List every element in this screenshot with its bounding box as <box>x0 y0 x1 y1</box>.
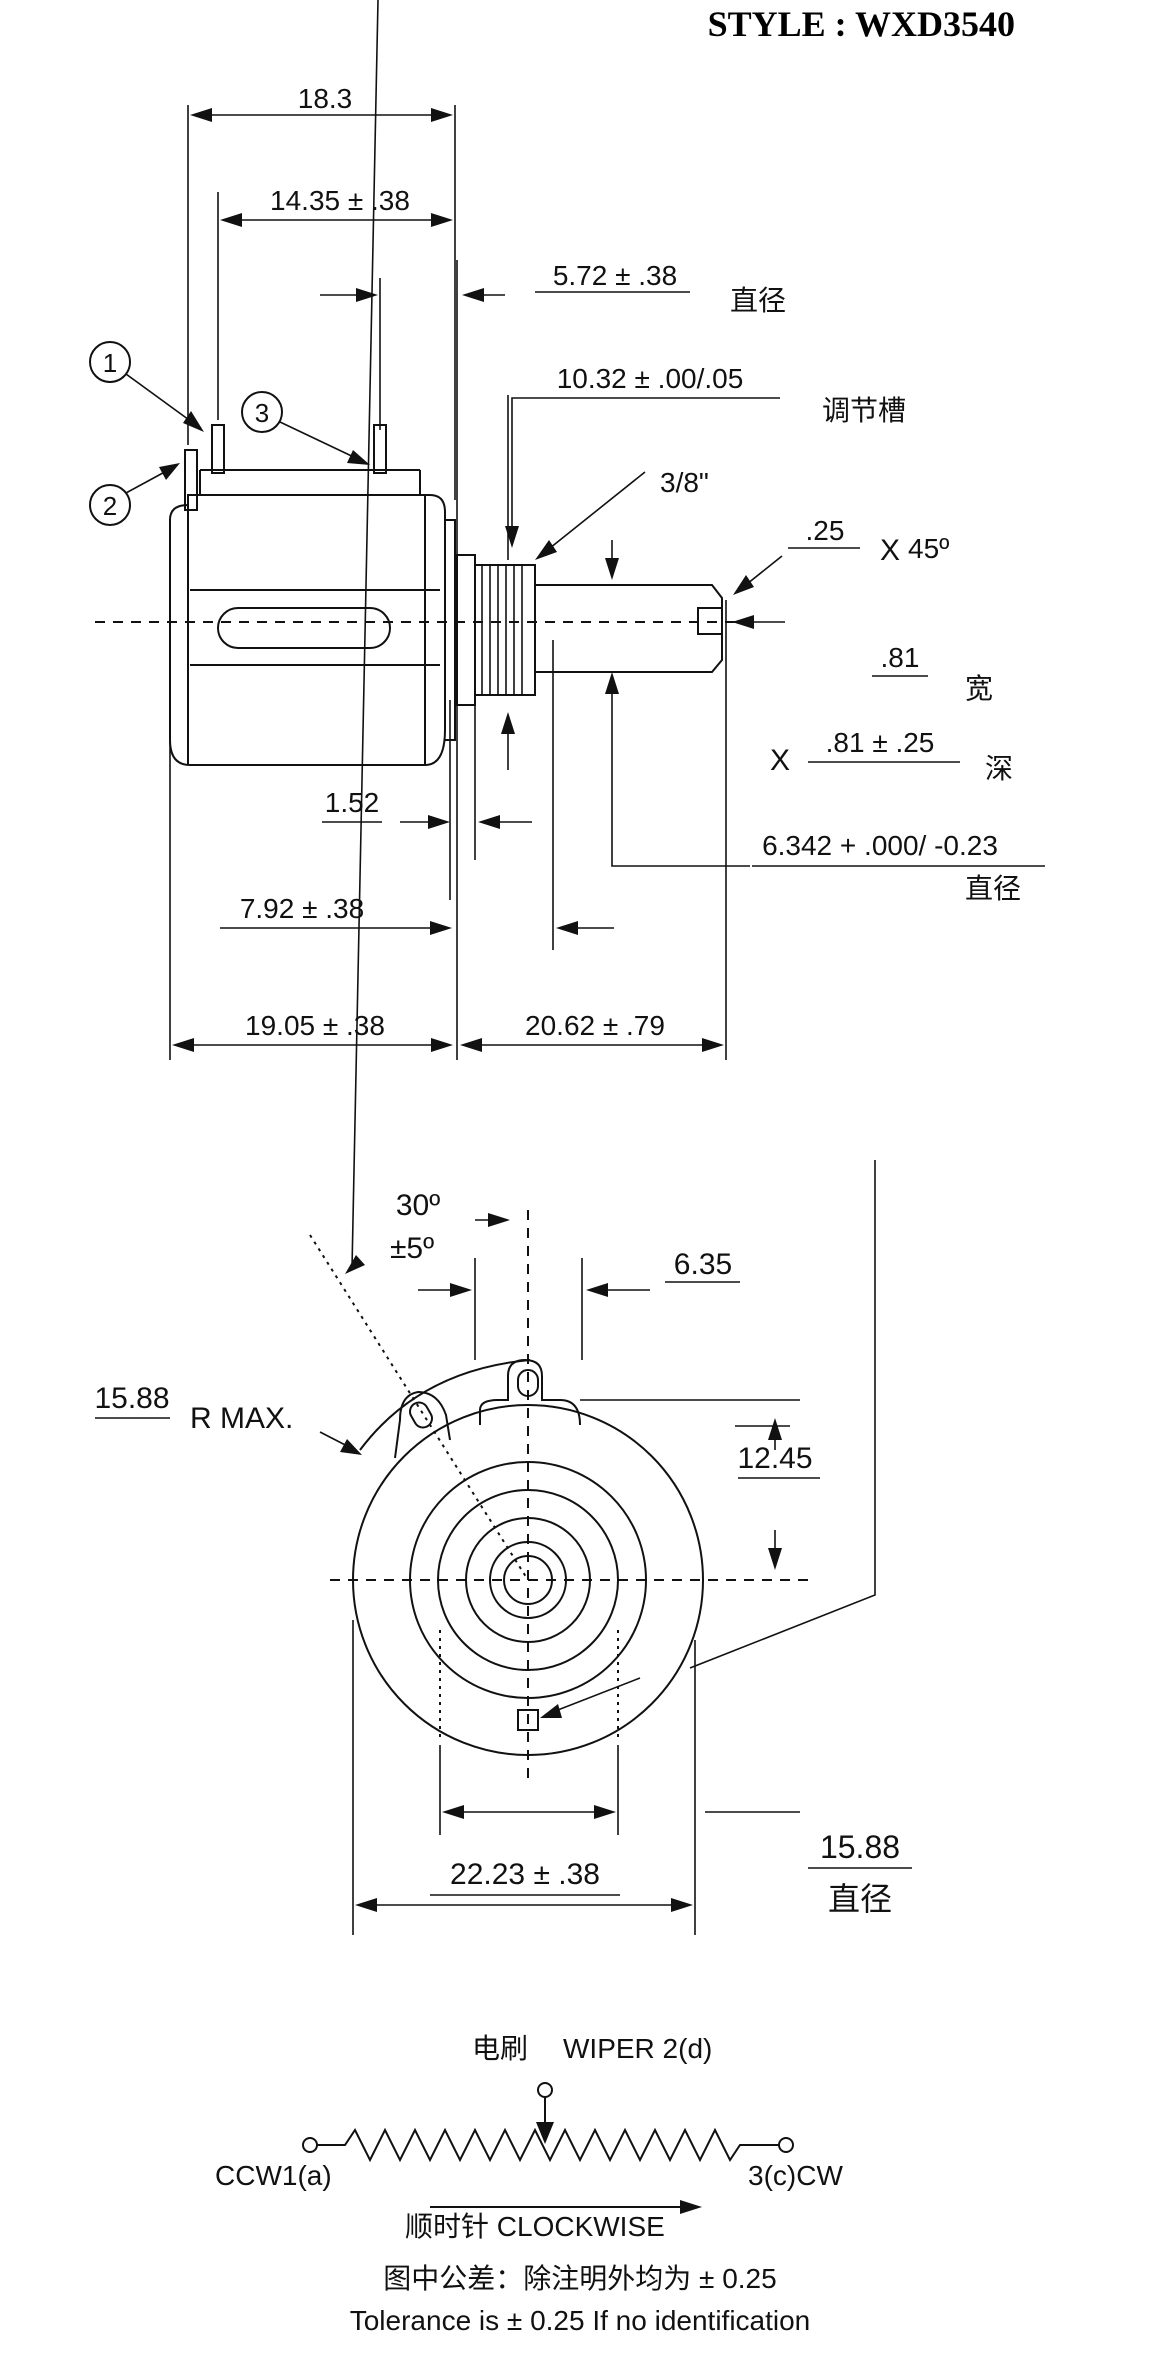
label-diameter-3: 直径 <box>828 1881 892 1917</box>
tolerance-note-cn: 图中公差：除注明外均为 ± 0.25 <box>383 2263 776 2294</box>
label-diameter-2: 直径 <box>965 873 1021 904</box>
schematic: 电刷 WIPER 2(d) CCW1(a) 3(c)CW 顺时针 CLOCKWI… <box>215 2033 843 2336</box>
callout-2: 2 <box>89 463 180 526</box>
svg-text:3: 3 <box>255 398 269 428</box>
dim-angle-tol: ±5º <box>390 1232 434 1265</box>
dim-shaft-dia: 6.342 + .000/ -0.23 <box>762 830 998 861</box>
dim-15-88: 15.88 <box>820 1829 900 1865</box>
dim-slot-depth: .81 ± .25 <box>826 727 935 758</box>
dim-chamfer: .25 <box>806 515 845 546</box>
label-width: 宽 <box>965 673 993 704</box>
dim-7-92: 7.92 ± .38 <box>240 893 364 924</box>
label-rmax: R MAX. <box>190 1402 293 1435</box>
dim-10-32: 10.32 ± .00/.05 <box>557 363 744 394</box>
front-view: 30º ±5º 6.35 15.88 R MAX. 12.45 <box>94 0 912 1935</box>
wiper-label-en: WIPER 2(d) <box>563 2033 712 2064</box>
dim-slot-width: .81 <box>881 642 920 673</box>
svg-text:2: 2 <box>103 491 117 521</box>
side-view: 18.3 14.35 ± .38 5.72 ± .38 直径 10.32 ± .… <box>89 83 1045 1060</box>
ccw-terminal-label: CCW1(a) <box>215 2160 332 2191</box>
dim-body-len: 19.05 ± .38 <box>245 1010 385 1041</box>
dim-rmax: 15.88 <box>94 1382 169 1415</box>
label-chamfer-x: X <box>880 534 900 567</box>
dim-14-35: 14.35 ± .38 <box>270 185 410 216</box>
dim-3-8: 3/8" <box>660 467 709 498</box>
dim-1-52: 1.52 <box>325 787 380 818</box>
wiper-label-cn: 电刷 <box>472 2033 528 2064</box>
dim-18-3: 18.3 <box>298 83 353 114</box>
label-depth: 深 <box>985 753 1013 784</box>
cw-terminal-label: 3(c)CW <box>748 2160 843 2191</box>
svg-text:1: 1 <box>103 348 117 378</box>
label-slot: 调节槽 <box>822 395 906 426</box>
dim-chamfer-angle: 45º <box>908 533 949 564</box>
label-diameter-1: 直径 <box>730 285 786 316</box>
callout-3: 3 <box>241 391 370 465</box>
tolerance-note-en: Tolerance is ± 0.25 If no identification <box>350 2305 811 2336</box>
clockwise-label: 顺时针 CLOCKWISE <box>405 2211 665 2242</box>
dim-12-45: 12.45 <box>737 1442 812 1475</box>
dim-5-72: 5.72 ± .38 <box>553 260 677 291</box>
dim-body-dia: 22.23 ± .38 <box>450 1858 600 1891</box>
dim-shaft-len: 20.62 ± .79 <box>525 1010 665 1041</box>
label-depth-x: X <box>770 744 790 777</box>
dim-angle: 30º <box>396 1189 440 1222</box>
callout-1: 1 <box>89 341 204 432</box>
dim-6-35: 6.35 <box>674 1248 732 1281</box>
drawing-title: STYLE : WXD3540 <box>708 4 1015 44</box>
